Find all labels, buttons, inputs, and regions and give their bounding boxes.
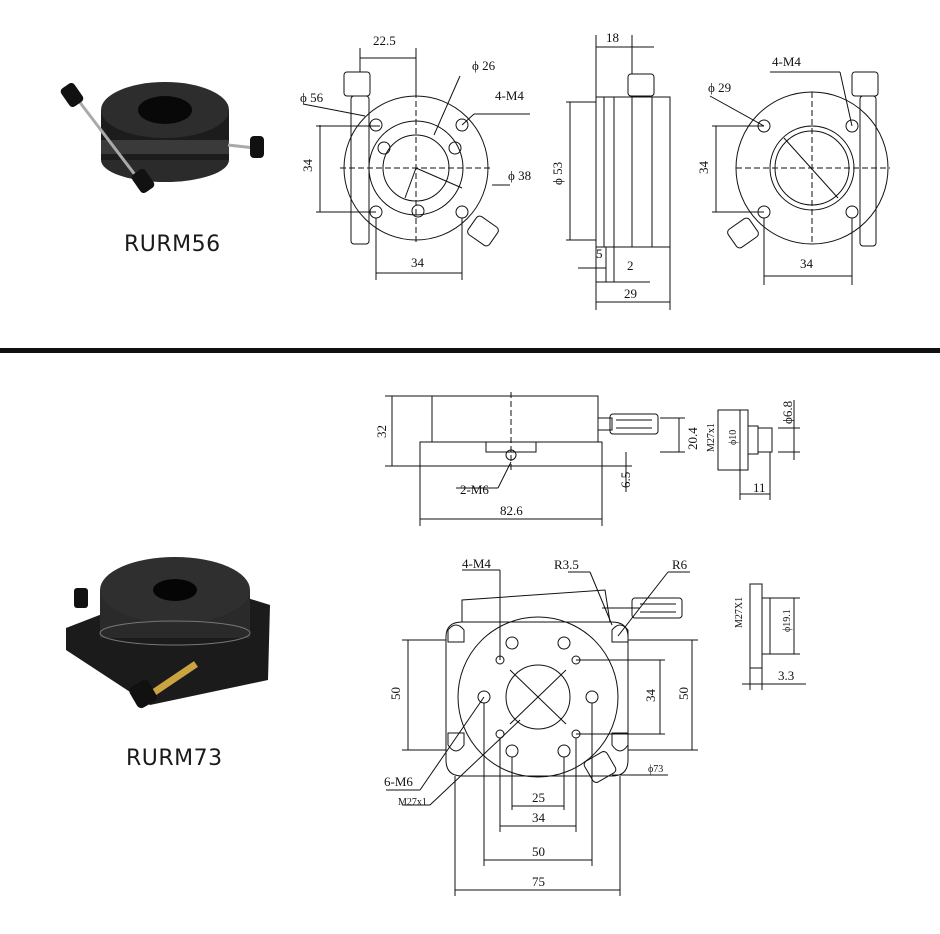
dim-r6: R6 [672, 557, 688, 572]
dim-50-right: 50 [676, 687, 691, 700]
dim-m27x1-side: M27X1 [734, 597, 745, 628]
rurm73-side-knob-detail [742, 583, 806, 690]
rurm56-top-view [302, 48, 530, 280]
dim-m27x1-knob: M27x1 [706, 423, 717, 452]
dim-82-6: 82.6 [500, 503, 523, 518]
rurm73-photo [66, 557, 270, 709]
dim-34-horizontal: 34 [411, 255, 425, 270]
dim-phi10: ϕ10 [728, 430, 739, 445]
dim-2-m6: 2-M6 [460, 482, 489, 497]
product-model-label: RURM56 [124, 232, 221, 257]
dim-32: 32 [374, 425, 389, 438]
rurm73-front-view [385, 392, 685, 526]
dim-25: 25 [532, 790, 545, 805]
dim-5: 5 [596, 246, 603, 261]
product-model-label: RURM73 [126, 746, 223, 771]
dim-4-m4-top: 4-M4 [462, 556, 491, 571]
dim-6-5: 6.5 [618, 472, 633, 488]
dim-34-right: 34 [643, 689, 658, 703]
rurm56-side-view [566, 35, 671, 310]
dim-4-m4-bottom: 4-M4 [772, 54, 801, 69]
dim-phi56: ϕ 56 [300, 90, 324, 105]
dim-50-left: 50 [388, 687, 403, 700]
dim-34-bottom-vertical: 34 [696, 161, 711, 175]
dim-18: 18 [606, 30, 619, 45]
dim-4-m4: 4-M4 [495, 88, 524, 103]
dim-34: 34 [532, 810, 546, 825]
dim-3-3: 3.3 [778, 668, 794, 683]
dim-29: 29 [624, 286, 637, 301]
dim-r3-5: R3.5 [554, 557, 579, 572]
dim-75: 75 [532, 874, 545, 889]
dim-22-5: 22.5 [373, 33, 396, 48]
rurm73-knob-detail [717, 400, 800, 500]
rurm73-top-view [386, 569, 698, 896]
dim-11: 11 [753, 480, 766, 495]
dim-6-m6: 6-M6 [384, 774, 413, 789]
dim-phi29: ϕ 29 [708, 80, 731, 95]
dim-phi38: ϕ 38 [508, 168, 531, 183]
dim-2: 2 [627, 258, 634, 273]
dim-34-vertical: 34 [300, 159, 315, 173]
rurm56-bottom-view [709, 71, 890, 285]
dim-phi73: ϕ73 [648, 764, 663, 775]
rurm56-photo [60, 82, 264, 194]
dim-50: 50 [532, 844, 545, 859]
dim-20-4: 20.4 [685, 427, 700, 450]
dim-phi19-1: ϕ19.1 [782, 609, 793, 632]
section-divider [0, 348, 940, 353]
dim-phi26: ϕ 26 [472, 58, 496, 73]
dim-phi53: ϕ 53 [550, 162, 565, 185]
dim-phi6-8: ϕ6.8 [780, 401, 795, 424]
dim-34-bottom-horizontal: 34 [800, 256, 814, 271]
dim-m27x1-bottom: M27x1 [398, 797, 427, 808]
